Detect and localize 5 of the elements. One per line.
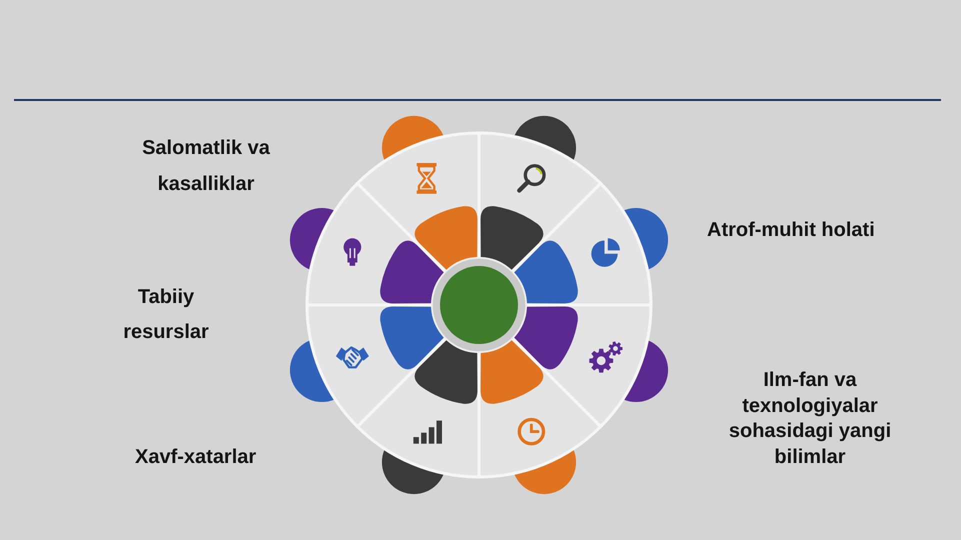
topic-label: Atrof-muhit holati — [707, 218, 876, 243]
topic-label: Tabiiy resurslar — [122, 285, 210, 345]
topic-label: Xavf-xatarlar — [135, 445, 258, 470]
topic-label: Ilm-fan va texnologiyalar sohasidagi yangi bilimlar — [728, 368, 892, 470]
topic-label: Salomatlik va kasalliklar — [141, 136, 271, 197]
